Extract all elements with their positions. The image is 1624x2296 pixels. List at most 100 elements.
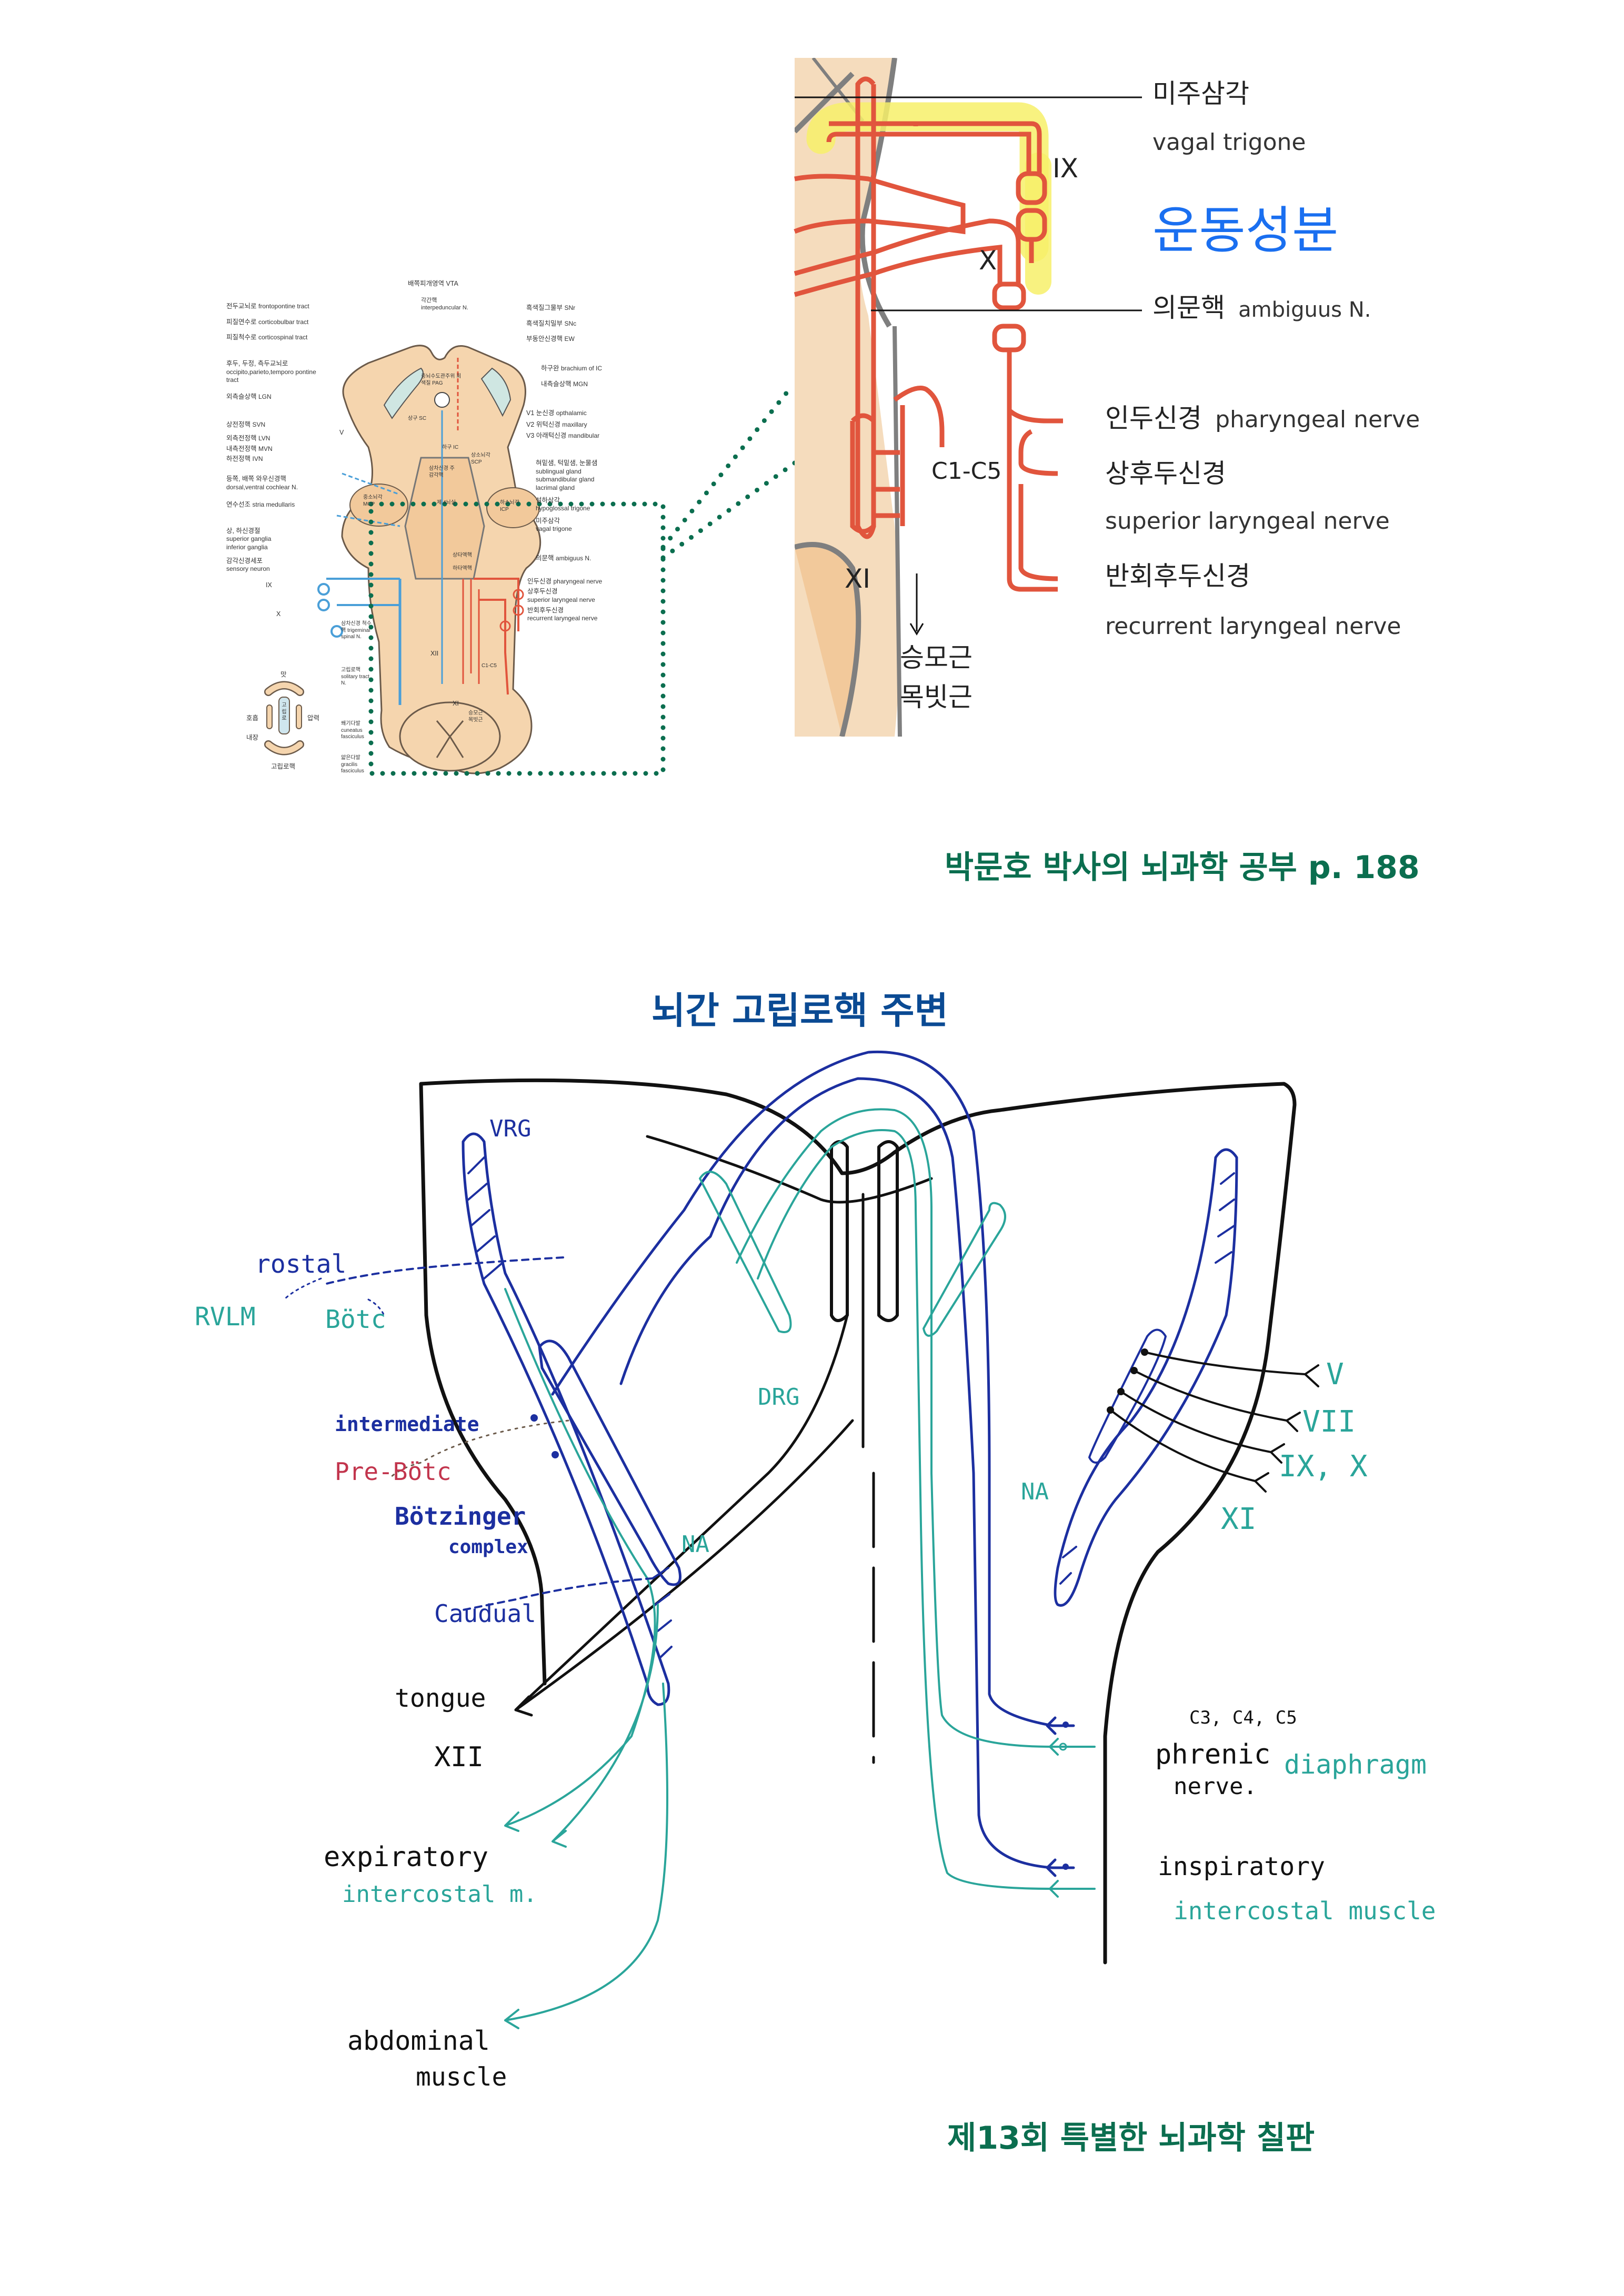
label-cuneatus: 쐐기다발 cuneatus fasciculus <box>341 721 364 740</box>
label-ko: 하구완 <box>541 364 559 372</box>
label-ko: 인두신경 <box>527 577 552 585</box>
label-ko: 혀밑샘, 턱밑샘, 눈물샘 <box>536 459 598 467</box>
label-ko: 연수선조 <box>226 501 251 509</box>
label-en: sensory neuron <box>226 565 270 573</box>
label-icp: 하소뇌각 ICP <box>500 500 519 512</box>
label-ko: 부동안신경핵 <box>526 335 563 343</box>
sketch-label-vii: VII <box>1302 1405 1356 1439</box>
label-ko: 의문핵 <box>536 555 554 562</box>
zoom-panel-drawing <box>794 58 1142 737</box>
sketch-label-drg: DRG <box>758 1384 800 1411</box>
label-ko: 후두, 두정, 측두교뇌로 <box>226 359 288 367</box>
label-en: frontopontine tract <box>258 303 309 310</box>
label-en: IVN <box>252 455 263 463</box>
sketch-label-na-left: NA <box>681 1531 709 1558</box>
label-ko: 상, 하신경절 <box>226 527 260 535</box>
inset-breathing: 호흡 <box>246 714 259 722</box>
zoom-label-sup-laryngeal-ko: 상후두신경 <box>1105 458 1226 489</box>
label-ko: 피질척수로 <box>226 334 257 341</box>
zoom-label-pharyngeal: 인두신경 pharyngeal nerve <box>1105 402 1420 434</box>
sketch-label-c345: C3, C4, C5 <box>1189 1707 1297 1728</box>
label-en: sublingual gland submandibular gland lac… <box>536 467 595 491</box>
zoom-label-ambiguus-en: ambiguus N. <box>1238 298 1371 322</box>
label-ko: 피질연수로 <box>226 318 257 326</box>
zoom-label-vagal-en: vagal trigone <box>1152 129 1306 156</box>
label-ko: 외측슬상핵 <box>226 392 257 400</box>
zoom-label-pharyngeal-ko: 인두신경 <box>1105 403 1202 434</box>
sketch-label-diaphragm: diaphragm <box>1284 1749 1427 1780</box>
sketch-label-complex: complex <box>448 1536 528 1558</box>
sketch-label-botzinger: Bötzinger <box>395 1502 526 1530</box>
numeral-v: V <box>339 429 344 436</box>
inset-caption: 고립로핵 <box>271 763 296 770</box>
label-en: maxillary <box>562 420 587 428</box>
sketch-label-vrg: VRG <box>489 1115 532 1142</box>
label-trig-spinal: 삼차신경 척수핵 trigeminal spinal N. <box>341 621 372 640</box>
label-ko: 하전정핵 <box>226 455 251 463</box>
label-ko: 등쪽, 배쪽 와우신경핵 <box>226 475 286 482</box>
label-ko: 설하삼각 <box>536 496 560 504</box>
zoom-label-ambiguus-ko: 의문핵 <box>1152 293 1225 323</box>
inset-taste: 맛 <box>280 671 287 678</box>
label-ko: 반회후두신경 <box>527 606 564 614</box>
numeral-ix: IX <box>266 581 272 589</box>
zoom-label-scm: 목빗근 <box>900 682 973 712</box>
label-en: MVN <box>258 445 273 452</box>
sketch-label-intermediate: intermediate <box>335 1413 479 1436</box>
sketch-label-na-right: NA <box>1021 1478 1049 1505</box>
inset-pressure: 압력 <box>307 714 320 722</box>
label-en: LGN <box>258 392 272 400</box>
label-en: ambiguus N. <box>556 555 592 562</box>
label-en: EW <box>564 335 575 343</box>
inset-visceral: 내장 <box>246 734 259 741</box>
numeral-xi: XI <box>453 700 459 707</box>
label-scp: 상소뇌각 SCP <box>471 452 490 465</box>
sketch-label-nerve: nerve. <box>1174 1773 1257 1800</box>
sketch-label-expiratory: expiratory <box>324 1841 489 1873</box>
zoom-label-trapezius: 승모근 <box>900 642 973 673</box>
label-ko: 흑색질치밀부 <box>526 319 563 327</box>
sketch-label-inspiratory: inspiratory <box>1158 1852 1325 1881</box>
sketch-label-caudual: Caudual <box>434 1599 536 1628</box>
label-ko: 내측슬상핵 <box>541 380 572 388</box>
label-ko: 감각신경세포 <box>226 557 263 565</box>
footer-caption: 제13회 특별한 뇌과학 칠판 <box>947 2120 1315 2157</box>
label-en: corticobulbar tract <box>258 318 309 326</box>
sketch-label-ix-x: IX, X <box>1279 1449 1368 1484</box>
zoom-label-xi: XI <box>845 563 870 594</box>
label-ko: 흑색질그물부 <box>526 304 563 311</box>
label-ko: 외측전정핵 <box>226 435 257 442</box>
label-ko: 전두교뇌로 <box>226 303 257 310</box>
zoom-label-sup-laryngeal-en: superior laryngeal nerve <box>1105 508 1390 535</box>
label-en: SVN <box>252 421 266 429</box>
label-en: dorsal,ventral cochlear N. <box>226 483 298 491</box>
sketch-label-xi: XI <box>1221 1502 1257 1536</box>
label-ko: 미주삼각 <box>536 517 560 525</box>
label-en: SNr <box>564 304 576 311</box>
sketch-label-rvlm: RVLM <box>195 1302 256 1332</box>
label-trapezius-small: 승모근 목빗근 <box>468 710 483 723</box>
label-ko: 상후두신경 <box>527 588 558 596</box>
label-en: superior laryngeal nerve <box>527 596 595 603</box>
label-solitary: 고립로핵 solitary tract N. <box>341 667 369 686</box>
label-inf-salivatory: 하타액핵 <box>453 566 472 571</box>
sketch-label-intercostal-muscle: intercostal muscle <box>1174 1897 1436 1925</box>
zoom-label-c1c5: C1-C5 <box>931 458 1002 485</box>
zoom-label-recurrent-en: recurrent laryngeal nerve <box>1105 613 1401 640</box>
label-en: occipito,parieto,temporo pontine tract <box>226 368 316 384</box>
sketch-label-tongue: tongue <box>395 1684 486 1713</box>
zoom-label-x: X <box>979 245 997 276</box>
zoom-indicator-box <box>368 387 797 776</box>
label-en: stria medullaris <box>252 501 295 509</box>
atlas-left-labels: 전두교뇌로 frontopontine tract 피질연수로 corticob… <box>226 303 326 573</box>
label-sup-salivatory: 상타액핵 <box>453 552 472 558</box>
label-4th-ventricle: 제 4뇌실 <box>437 500 456 506</box>
sketch-label-xii: XII <box>434 1741 484 1773</box>
sketch-label-rostal: rostal <box>255 1250 347 1279</box>
sketch-label-phrenic: phrenic <box>1155 1739 1271 1770</box>
handwritten-motor-component: 운동성분 <box>1152 201 1339 260</box>
label-vta: 배쪽피개영역 VTA <box>408 280 458 287</box>
label-ko: 내측전정핵 <box>226 445 257 452</box>
label-en: superior ganglia inferior ganglia <box>226 535 272 551</box>
label-en: recurrent laryngeal nerve <box>527 615 598 622</box>
